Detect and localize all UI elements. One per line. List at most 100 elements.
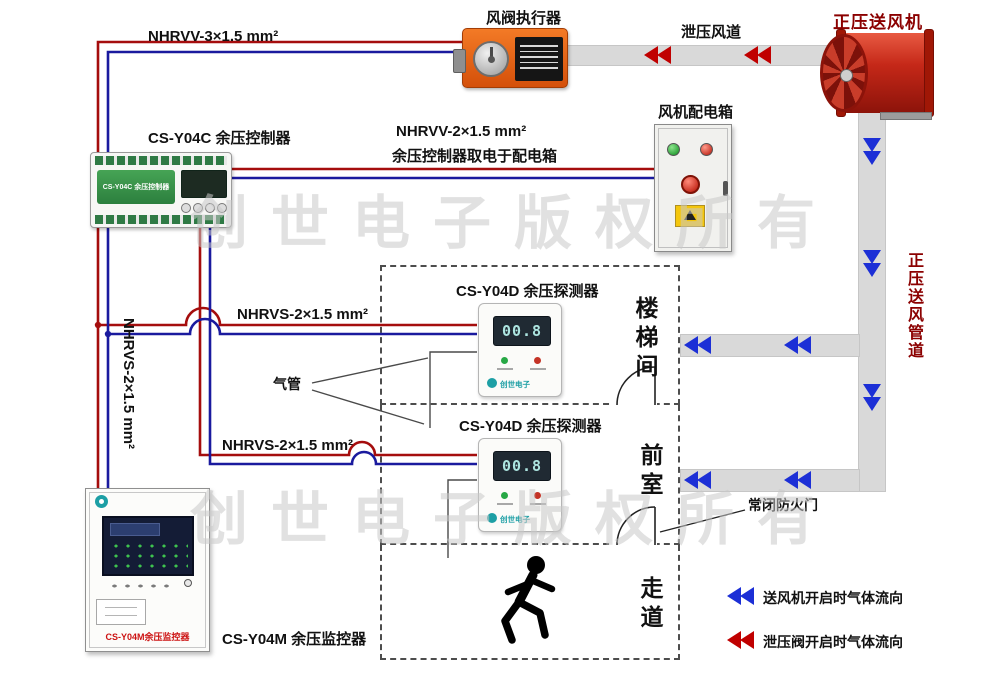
emergency-button [681,175,700,194]
controller-label: CS-Y04C 余压控制器 [148,130,291,147]
room-stairwell-label: 楼梯间 [632,296,658,383]
power-box-label: 风机配电箱 [658,104,734,121]
actuator-dial-slot [490,47,493,60]
cable-mid-label: NHRVV-2×1.5 mm² [396,123,527,140]
actuator-dial-hub [488,56,495,63]
monitor-label: CS-Y04M 余压监控器 [222,631,367,648]
monitor-buttons [108,582,174,590]
controller-button [193,203,203,213]
brand-logo-icon [487,513,497,523]
supply-duct-vertical [858,98,886,492]
terminal-row-bottom [95,215,227,224]
doorway-gap-1 [613,402,657,408]
wire-red-detector2 [198,227,477,457]
cable-mid-note: 余压控制器取电于配电箱 [392,148,558,165]
supply-airflow-arrows [684,138,881,489]
detector2-label: CS-Y04D 余压探测器 [459,418,602,435]
cabinet-handle [723,181,728,196]
green-indicator-lamp [667,143,680,156]
monitor-key-grid [110,541,188,571]
controller-button [217,203,227,213]
brand-text: 创世电子 [500,515,530,524]
air-tube-pointer-1 [311,357,429,384]
legend-supply-text: 送风机开启时气体流向 [763,590,903,606]
blue-wires [106,50,654,489]
air-tube-pointer-2 [311,389,425,425]
fan-label: 正压送风机 [833,13,923,32]
detector2-display: 00.8 [493,451,551,481]
controller-faceplate: CS-Y04C 余压控制器 [97,170,175,204]
monitor-face-label: CS-Y04M余压监控器 [105,632,190,642]
cable-branch2-label: NHRVS-2×1.5 mm² [222,437,354,454]
red-indicator-lamp [700,143,713,156]
pressure-detector-2-device: 00.8 创世电子 [478,438,562,532]
legend-relief-arrow-icon [727,631,754,649]
pressure-monitor-device: CS-Y04M余压监控器 [85,488,210,652]
supply-arrow-down-icon [863,250,881,277]
supply-duct-branch-anteroom [680,469,860,492]
fan-flange-right [924,29,934,117]
room-corridor-label: 走道 [637,576,663,634]
doorway-gap-2 [613,542,657,548]
pressure-controller-device: CS-Y04C 余压控制器 [90,152,232,228]
wire-blue-detector1 [108,317,477,336]
fan-impeller-icon [820,34,868,112]
cable-riser-label: NHRVS-2×1.5 mm² [120,318,137,450]
supply-duct-branch-stairwell [680,334,860,357]
brand-text: 创世电子 [500,380,530,389]
red-led [534,357,541,364]
room-anteroom-outline [380,405,680,545]
cable-top-label: NHRVV-3×1.5 mm² [148,28,279,45]
green-led [501,492,508,499]
keyhole-icon [184,579,192,587]
supply-fan-device [820,25,936,120]
wire-red-detector1 [98,306,477,327]
pressure-detector-1-device: 00.8 创世电子 [478,303,562,397]
room-anteroom-label: 前室 [637,443,663,501]
monitor-slot [96,599,146,625]
relief-airflow-arrows [644,46,771,64]
red-led [534,492,541,499]
air-tube-2 [447,479,477,558]
running-person-icon [501,556,556,644]
warning-sticker [675,205,705,227]
cable-branch1-label: NHRVS-2×1.5 mm² [237,306,369,323]
door-arc-2 [616,506,656,546]
air-tube-label: 气管 [273,376,301,392]
supply-arrow-icon [684,336,711,354]
supply-arrow-down-icon [863,138,881,165]
supply-arrow-icon [784,336,811,354]
monitor-door [89,492,206,648]
wire-red-actuator [96,40,462,153]
supply-duct-label: 正压送风管道 [905,252,922,360]
door-symbols [616,366,746,546]
terminal-row-top [95,156,227,165]
fire-door-label: 常闭防火门 [748,497,818,513]
air-tubes [311,351,477,558]
detector1-display: 00.8 [493,316,551,346]
actuator-connector [453,49,466,73]
wire-blue-detector2 [208,227,477,466]
brand-logo-icon [95,495,108,508]
supply-arrow-icon [784,471,811,489]
damper-actuator-device [453,28,568,88]
fan-power-box-device [654,124,732,252]
detector1-label: CS-Y04D 余压探测器 [456,283,599,300]
fire-door-leader-line [659,509,746,533]
brand-logo-icon [487,378,497,388]
relief-duct-label: 泄压风道 [681,24,742,41]
air-tube-1 [429,351,477,428]
legend-relief-text: 泄压阀开启时气体流向 [763,634,903,650]
warning-triangle-icon [684,210,696,220]
controller-button [205,203,215,213]
wire-junction-blue [104,330,112,338]
controller-lcd [181,170,227,198]
relief-arrow-icon [744,46,771,64]
wire-junction-red [94,321,102,329]
actuator-nameplate [515,37,563,81]
door-arc-1 [616,366,656,406]
wire-blue-actuator [106,50,462,153]
fan-hub [840,69,853,82]
